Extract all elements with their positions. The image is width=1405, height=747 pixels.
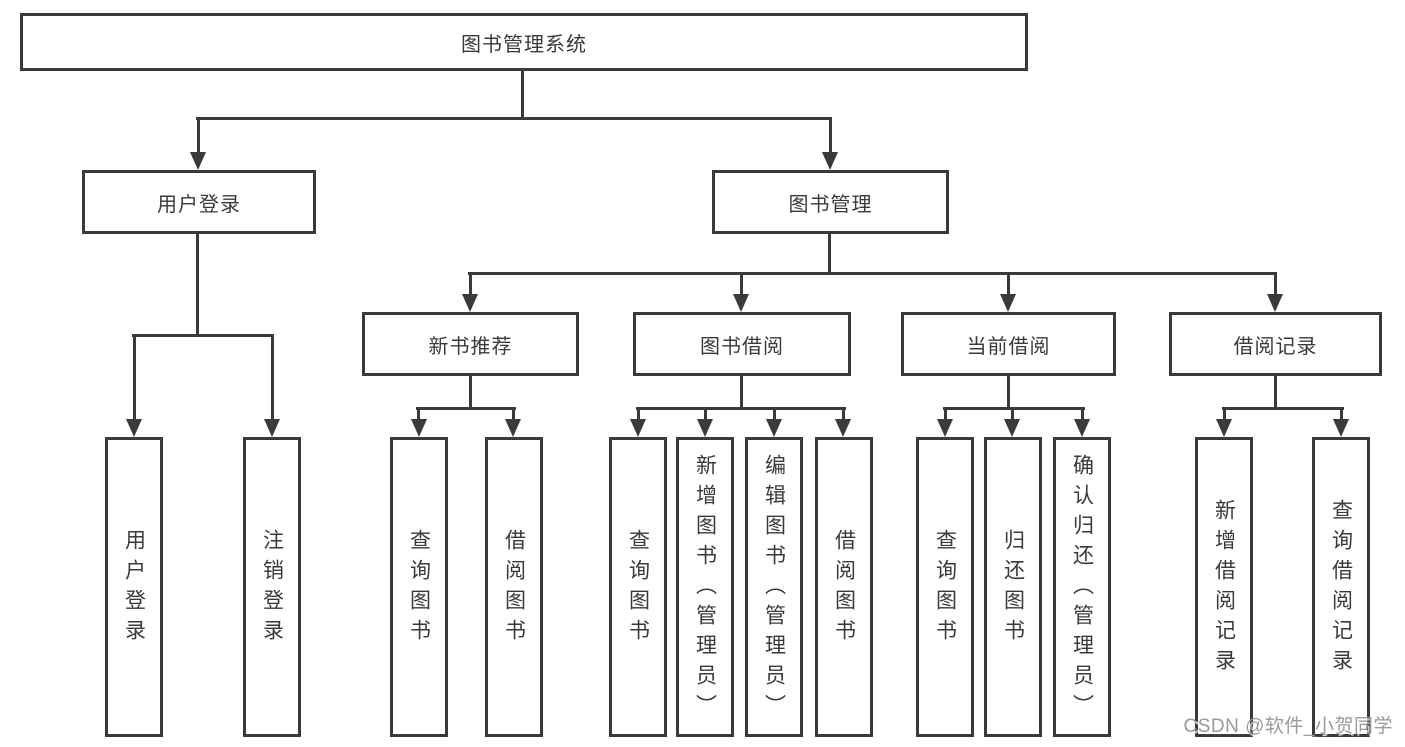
node-user-login: 用户登录 xyxy=(82,170,316,234)
leaf-borrow-books-recommend: 借阅图书 xyxy=(485,437,543,737)
connector-line xyxy=(1007,272,1010,296)
connector-line xyxy=(197,117,200,153)
leaf-user-login: 用户登录 xyxy=(105,437,163,737)
arrow-down-icon xyxy=(937,419,953,437)
connector-line xyxy=(1081,407,1084,421)
node-user-login-label: 用户登录 xyxy=(157,193,241,216)
node-borrow-records-label: 借阅记录 xyxy=(1233,335,1318,358)
connector-line xyxy=(469,272,472,296)
arrow-down-icon xyxy=(411,419,427,437)
leaf-confirm-return-admin: 确认归还（管理员） xyxy=(1053,437,1111,737)
connector-line xyxy=(740,374,743,409)
connector-line xyxy=(1223,407,1226,421)
connector-line xyxy=(1274,272,1277,296)
connector-line xyxy=(704,407,707,421)
arrow-down-icon xyxy=(1074,419,1090,437)
leaf-add-book-admin: 新增图书（管理员） xyxy=(676,437,734,737)
leaf-confirm-return-admin-label: 确认归还（管理员） xyxy=(1070,454,1094,724)
arrow-down-icon xyxy=(1267,294,1283,312)
connector-line xyxy=(943,407,1085,410)
leaf-add-book-admin-label: 新增图书（管理员） xyxy=(693,454,717,724)
arrow-down-icon xyxy=(733,294,749,312)
leaf-query-books-current-label: 查询图书 xyxy=(933,529,957,649)
connector-line xyxy=(637,407,640,421)
connector-line xyxy=(468,272,1277,275)
connector-line xyxy=(944,407,947,421)
leaf-add-borrow-record: 新增借阅记录 xyxy=(1195,437,1253,737)
connector-line xyxy=(512,407,515,421)
leaf-add-borrow-record-label: 新增借阅记录 xyxy=(1212,499,1236,679)
node-current-borrow: 当前借阅 xyxy=(901,312,1116,376)
connector-line xyxy=(1007,374,1010,409)
node-book-borrow: 图书借阅 xyxy=(633,312,851,376)
arrow-down-icon xyxy=(1216,419,1232,437)
connector-line xyxy=(132,334,274,337)
leaf-query-books-borrow: 查询图书 xyxy=(609,437,667,737)
connector-line xyxy=(740,272,743,296)
node-new-book-recommend-label: 新书推荐 xyxy=(428,335,513,358)
connector-line xyxy=(196,117,832,120)
arrow-down-icon xyxy=(264,419,280,437)
leaf-borrow-books-label: 借阅图书 xyxy=(832,529,856,649)
arrow-down-icon xyxy=(126,419,142,437)
arrow-down-icon xyxy=(630,419,646,437)
node-book-management-label: 图书管理 xyxy=(788,193,873,216)
connector-line xyxy=(416,407,516,410)
arrow-down-icon xyxy=(1333,419,1349,437)
arrow-down-icon xyxy=(766,419,782,437)
node-book-borrow-label: 图书借阅 xyxy=(700,335,784,358)
connector-line xyxy=(829,117,832,153)
connector-line xyxy=(133,334,136,420)
connector-line xyxy=(1274,374,1277,409)
leaf-return-book-label: 归还图书 xyxy=(1001,529,1025,649)
arrow-down-icon xyxy=(462,294,478,312)
leaf-edit-book-admin-label: 编辑图书（管理员） xyxy=(762,454,786,724)
connector-line xyxy=(1011,407,1014,421)
arrow-down-icon xyxy=(190,152,206,170)
connector-line xyxy=(469,374,472,409)
leaf-query-borrow-record: 查询借阅记录 xyxy=(1312,437,1370,737)
node-root-label: 图书管理系统 xyxy=(461,33,587,56)
connector-line xyxy=(842,407,845,421)
node-new-book-recommend: 新书推荐 xyxy=(362,312,579,376)
leaf-return-book: 归还图书 xyxy=(984,437,1042,737)
leaf-borrow-books-recommend-label: 借阅图书 xyxy=(502,529,526,649)
csdn-watermark: CSDN @软件_小贺同学 xyxy=(1183,716,1393,737)
arrow-down-icon xyxy=(505,419,521,437)
arrow-down-icon xyxy=(822,152,838,170)
connector-line xyxy=(196,233,199,336)
node-book-management: 图书管理 xyxy=(712,170,949,234)
leaf-logout-label: 注销登录 xyxy=(260,529,284,649)
connector-line xyxy=(1222,407,1344,410)
node-root: 图书管理系统 xyxy=(20,13,1028,71)
connector-line xyxy=(417,407,420,421)
arrow-down-icon xyxy=(697,419,713,437)
node-current-borrow-label: 当前借阅 xyxy=(966,335,1051,358)
connector-line xyxy=(521,70,524,118)
leaf-edit-book-admin: 编辑图书（管理员） xyxy=(745,437,803,737)
leaf-query-books-recommend: 查询图书 xyxy=(390,437,448,737)
connector-line xyxy=(636,407,846,410)
leaf-borrow-books: 借阅图书 xyxy=(815,437,873,737)
leaf-query-books-current: 查询图书 xyxy=(916,437,974,737)
leaf-query-books-borrow-label: 查询图书 xyxy=(626,529,650,649)
connector-line xyxy=(828,233,831,275)
connector-line xyxy=(1340,407,1343,421)
connector-line xyxy=(271,334,274,420)
leaf-query-books-recommend-label: 查询图书 xyxy=(407,529,431,649)
leaf-logout: 注销登录 xyxy=(243,437,301,737)
node-borrow-records: 借阅记录 xyxy=(1169,312,1382,376)
leaf-user-login-label: 用户登录 xyxy=(122,529,146,649)
arrow-down-icon xyxy=(1004,419,1020,437)
connector-line xyxy=(773,407,776,421)
arrow-down-icon xyxy=(835,419,851,437)
arrow-down-icon xyxy=(1000,294,1016,312)
leaf-query-borrow-record-label: 查询借阅记录 xyxy=(1329,499,1353,679)
